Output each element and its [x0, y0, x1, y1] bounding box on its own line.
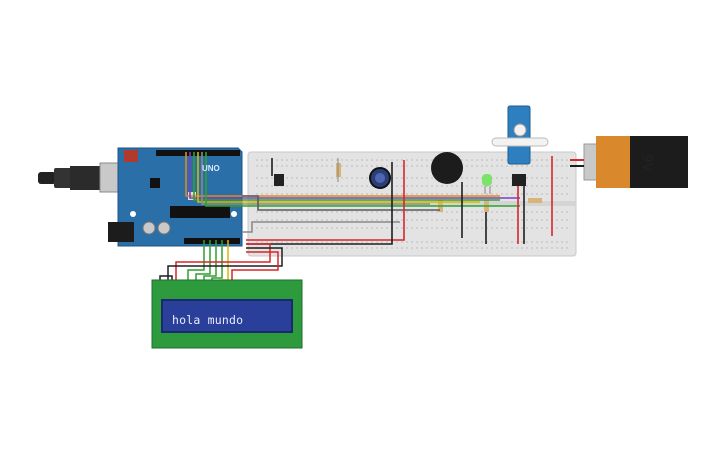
- arduino-board: [108, 147, 243, 247]
- lcd-module: [151, 279, 303, 349]
- 9v-battery: [583, 136, 688, 188]
- arduino-board-label: UNO: [202, 164, 220, 173]
- servo-motor: [491, 105, 549, 186]
- push-button: [274, 174, 284, 186]
- potentiometer: [369, 167, 391, 189]
- lcd-display-text: hola mundo: [172, 313, 244, 327]
- piezo-buzzer: [431, 152, 463, 184]
- jumper-wires: [185, 152, 584, 245]
- battery-label: 9V: [639, 154, 655, 172]
- green-led: [482, 174, 492, 194]
- resistor: [336, 158, 341, 182]
- resistor: [528, 198, 542, 203]
